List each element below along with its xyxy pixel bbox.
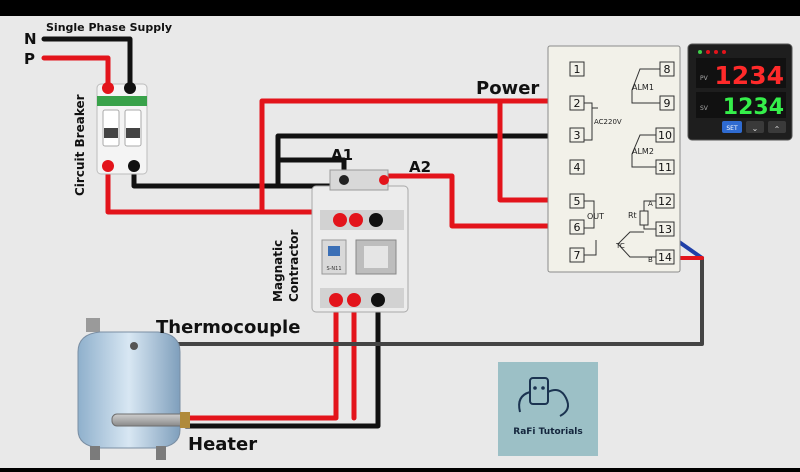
wire-neutral-supply xyxy=(41,36,133,89)
heater-element xyxy=(111,412,190,428)
terminal-9: 9 xyxy=(664,97,671,110)
up-arrow-icon: ⌃ xyxy=(774,125,781,134)
wire-phase-supply xyxy=(41,55,111,89)
wire-thermocouple xyxy=(158,256,704,346)
pv-label: PV xyxy=(700,75,709,82)
terminal-14: 14 xyxy=(658,251,672,264)
supply-title: Single Phase Supply xyxy=(46,21,172,34)
thermocouple-probe xyxy=(130,342,138,350)
rafi-tutorials-logo: RaFi Tutorials xyxy=(498,362,598,456)
breaker-terminal-in-neutral xyxy=(124,82,136,94)
set-button[interactable] xyxy=(722,121,742,133)
temperature-controller-terminals: 1 2 3 4 5 6 7 8 9 10 11 12 13 xyxy=(547,45,681,273)
contactor-terminal-l1 xyxy=(333,213,347,227)
neutral-label: N xyxy=(24,30,37,48)
wire-power-to-out xyxy=(497,98,555,203)
temperature-controller-display: PV 1234 SV 1234 SET ⌄ ⌃ xyxy=(687,43,793,141)
contactor-label-line1: Magnatic xyxy=(271,240,285,302)
terminal-6: 6 xyxy=(574,221,581,234)
wire-phase-out xyxy=(105,167,321,215)
terminal-13: 13 xyxy=(658,223,672,236)
voltage-label: AC220V xyxy=(594,118,622,126)
logo-text: RaFi Tutorials xyxy=(513,427,582,437)
terminal-8: 8 xyxy=(664,63,671,76)
breaker-terminal-out-phase xyxy=(102,160,114,172)
water-tank xyxy=(77,318,181,460)
wire-coil-a2 xyxy=(381,173,555,229)
sv-label: SV xyxy=(700,105,709,112)
down-arrow-icon: ⌄ xyxy=(752,124,759,133)
rt-label: Rt xyxy=(628,211,637,220)
alm2-label: ALM2 xyxy=(632,147,654,156)
breaker-terminal-in-phase xyxy=(102,82,114,94)
terminal-1: 1 xyxy=(574,63,581,76)
a-label: A xyxy=(648,200,653,208)
contactor-label-line2: Contractor xyxy=(287,230,301,302)
breaker-label: Circuit Breaker xyxy=(73,94,87,196)
thermocouple-label: Thermocouple xyxy=(156,317,300,338)
contactor-badge: S-N11 xyxy=(326,266,341,272)
up-button[interactable] xyxy=(768,121,786,133)
circuit-breaker xyxy=(96,82,148,175)
wire-neutral-out xyxy=(131,167,341,189)
terminal-5: 5 xyxy=(574,195,581,208)
coil-terminal-a2 xyxy=(379,175,389,185)
b-label: B xyxy=(648,256,653,264)
contactor-terminal-t1 xyxy=(329,293,343,307)
contactor-terminal-l3 xyxy=(369,213,383,227)
heater-label: Heater xyxy=(188,434,257,455)
wire-neutral-power xyxy=(275,133,553,189)
set-key-label: SET xyxy=(726,125,738,132)
pv-value: 1234 xyxy=(714,61,784,90)
terminal-3: 3 xyxy=(574,129,581,142)
alm1-label: ALM1 xyxy=(632,83,654,92)
sv-value: 1234 xyxy=(723,95,784,120)
phase-label: P xyxy=(24,50,35,68)
terminal-2: 2 xyxy=(574,97,581,110)
wire-heater-phase-a xyxy=(183,309,339,421)
breaker-terminal-out-neutral xyxy=(128,160,140,172)
terminal-11: 11 xyxy=(658,161,672,174)
terminal-4: 4 xyxy=(574,161,581,174)
coil-terminal-a1 xyxy=(339,175,349,185)
contactor-terminal-l2 xyxy=(349,213,363,227)
wire-heater-neutral xyxy=(183,309,381,429)
coil-a2-label: A2 xyxy=(409,158,431,176)
down-button[interactable] xyxy=(746,121,764,133)
top-bar xyxy=(0,0,800,16)
out-label: OUT xyxy=(587,212,604,221)
terminal-12: 12 xyxy=(658,195,672,208)
tc-label: TC xyxy=(615,242,625,250)
contactor-terminal-t2 xyxy=(347,293,361,307)
terminal-7: 7 xyxy=(574,249,581,262)
power-label: Power xyxy=(476,78,539,99)
terminal-10: 10 xyxy=(658,129,672,142)
wire-phase-power xyxy=(259,98,553,215)
coil-a1-label: A1 xyxy=(331,146,353,164)
magnetic-contactor: S-N11 xyxy=(311,169,409,313)
contactor-terminal-t3 xyxy=(371,293,385,307)
